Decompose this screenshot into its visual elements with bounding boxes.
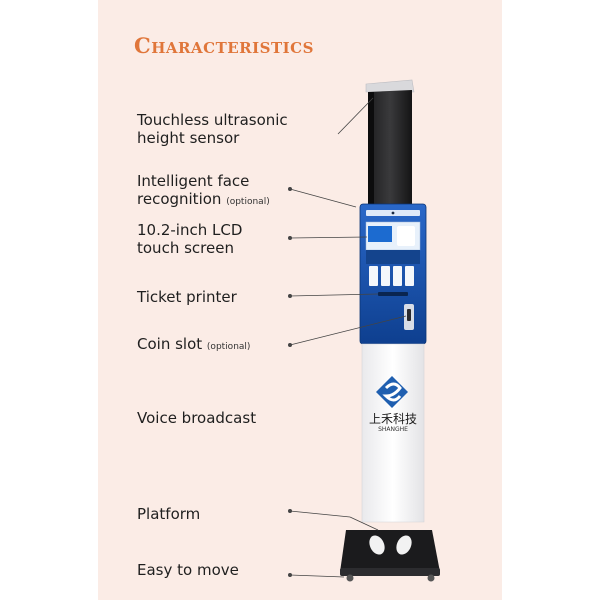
- leader-dot-move: [288, 573, 292, 577]
- panel-button-4: [405, 266, 414, 286]
- background-panel: [98, 0, 502, 600]
- wheel-right: [427, 574, 435, 582]
- brand-name-cn: 上禾科技: [368, 412, 417, 426]
- brand-logo-icon: [376, 376, 408, 408]
- label-coin-text: Coin slot: [137, 335, 203, 353]
- coin-slot-opening: [407, 309, 411, 321]
- label-voice: Voice broadcast: [137, 409, 257, 427]
- label-sensor-line2: height sensor: [137, 129, 240, 147]
- label-lcd-line2: touch screen: [137, 239, 234, 257]
- leader-platform-b: [349, 516, 379, 531]
- label-sensor: Touchless ultrasonic height sensor: [137, 111, 288, 147]
- label-face-line1: Intelligent face: [137, 172, 250, 190]
- leader-face: [289, 188, 357, 208]
- label-coin: Coin slot (optional): [137, 335, 250, 356]
- footprint-left-icon: [369, 535, 385, 555]
- label-lcd-line1: 10.2-inch LCD: [137, 221, 243, 239]
- leader-lines: [289, 97, 407, 578]
- footprint-right-icon: [396, 535, 412, 555]
- label-face-optional: (optional): [226, 197, 270, 207]
- platform-base: [340, 530, 440, 572]
- panel-button-3: [393, 266, 402, 286]
- leader-lcd: [289, 236, 368, 239]
- label-printer: Ticket printer: [137, 288, 237, 306]
- camera-icon: [391, 211, 395, 215]
- label-face-line2-wrap: recognition (optional): [137, 190, 270, 211]
- lcd-header: [368, 226, 392, 242]
- platform-front: [340, 568, 440, 576]
- brand-name-en: SHANGHE: [378, 426, 408, 433]
- label-coin-optional: (optional): [206, 342, 251, 352]
- label-platform: Platform: [137, 505, 201, 523]
- top-cap: [365, 79, 415, 93]
- page-title: Characteristics: [134, 33, 314, 58]
- leader-dot-lcd: [288, 236, 292, 240]
- panel-button-1: [369, 266, 378, 286]
- wheel-left: [346, 574, 354, 582]
- leader-dot-platform: [288, 509, 292, 513]
- main-column: [361, 343, 425, 523]
- label-face: Intelligent face recognition (optional): [137, 172, 270, 211]
- sensor-column-edge: [368, 92, 374, 206]
- label-sensor-line1: Touchless ultrasonic: [137, 111, 288, 129]
- label-move: Easy to move: [137, 561, 239, 579]
- leader-sensor: [337, 97, 374, 135]
- leader-move: [289, 574, 345, 578]
- lcd-menu-strip: [366, 250, 420, 264]
- label-face-line2: recognition: [137, 190, 222, 208]
- leader-printer: [289, 293, 379, 297]
- label-lcd: 10.2-inch LCD touch screen: [137, 221, 242, 257]
- leader-dot-face: [288, 187, 292, 191]
- lcd-figure: [397, 226, 415, 246]
- leader-platform: [289, 510, 351, 518]
- sensor-column: [368, 90, 412, 206]
- leader-dots: [288, 187, 292, 577]
- leader-dot-coin: [288, 343, 292, 347]
- leader-dot-printer: [288, 294, 292, 298]
- panel-button-2: [381, 266, 390, 286]
- printer-slot: [378, 292, 408, 296]
- leader-coin: [289, 315, 407, 346]
